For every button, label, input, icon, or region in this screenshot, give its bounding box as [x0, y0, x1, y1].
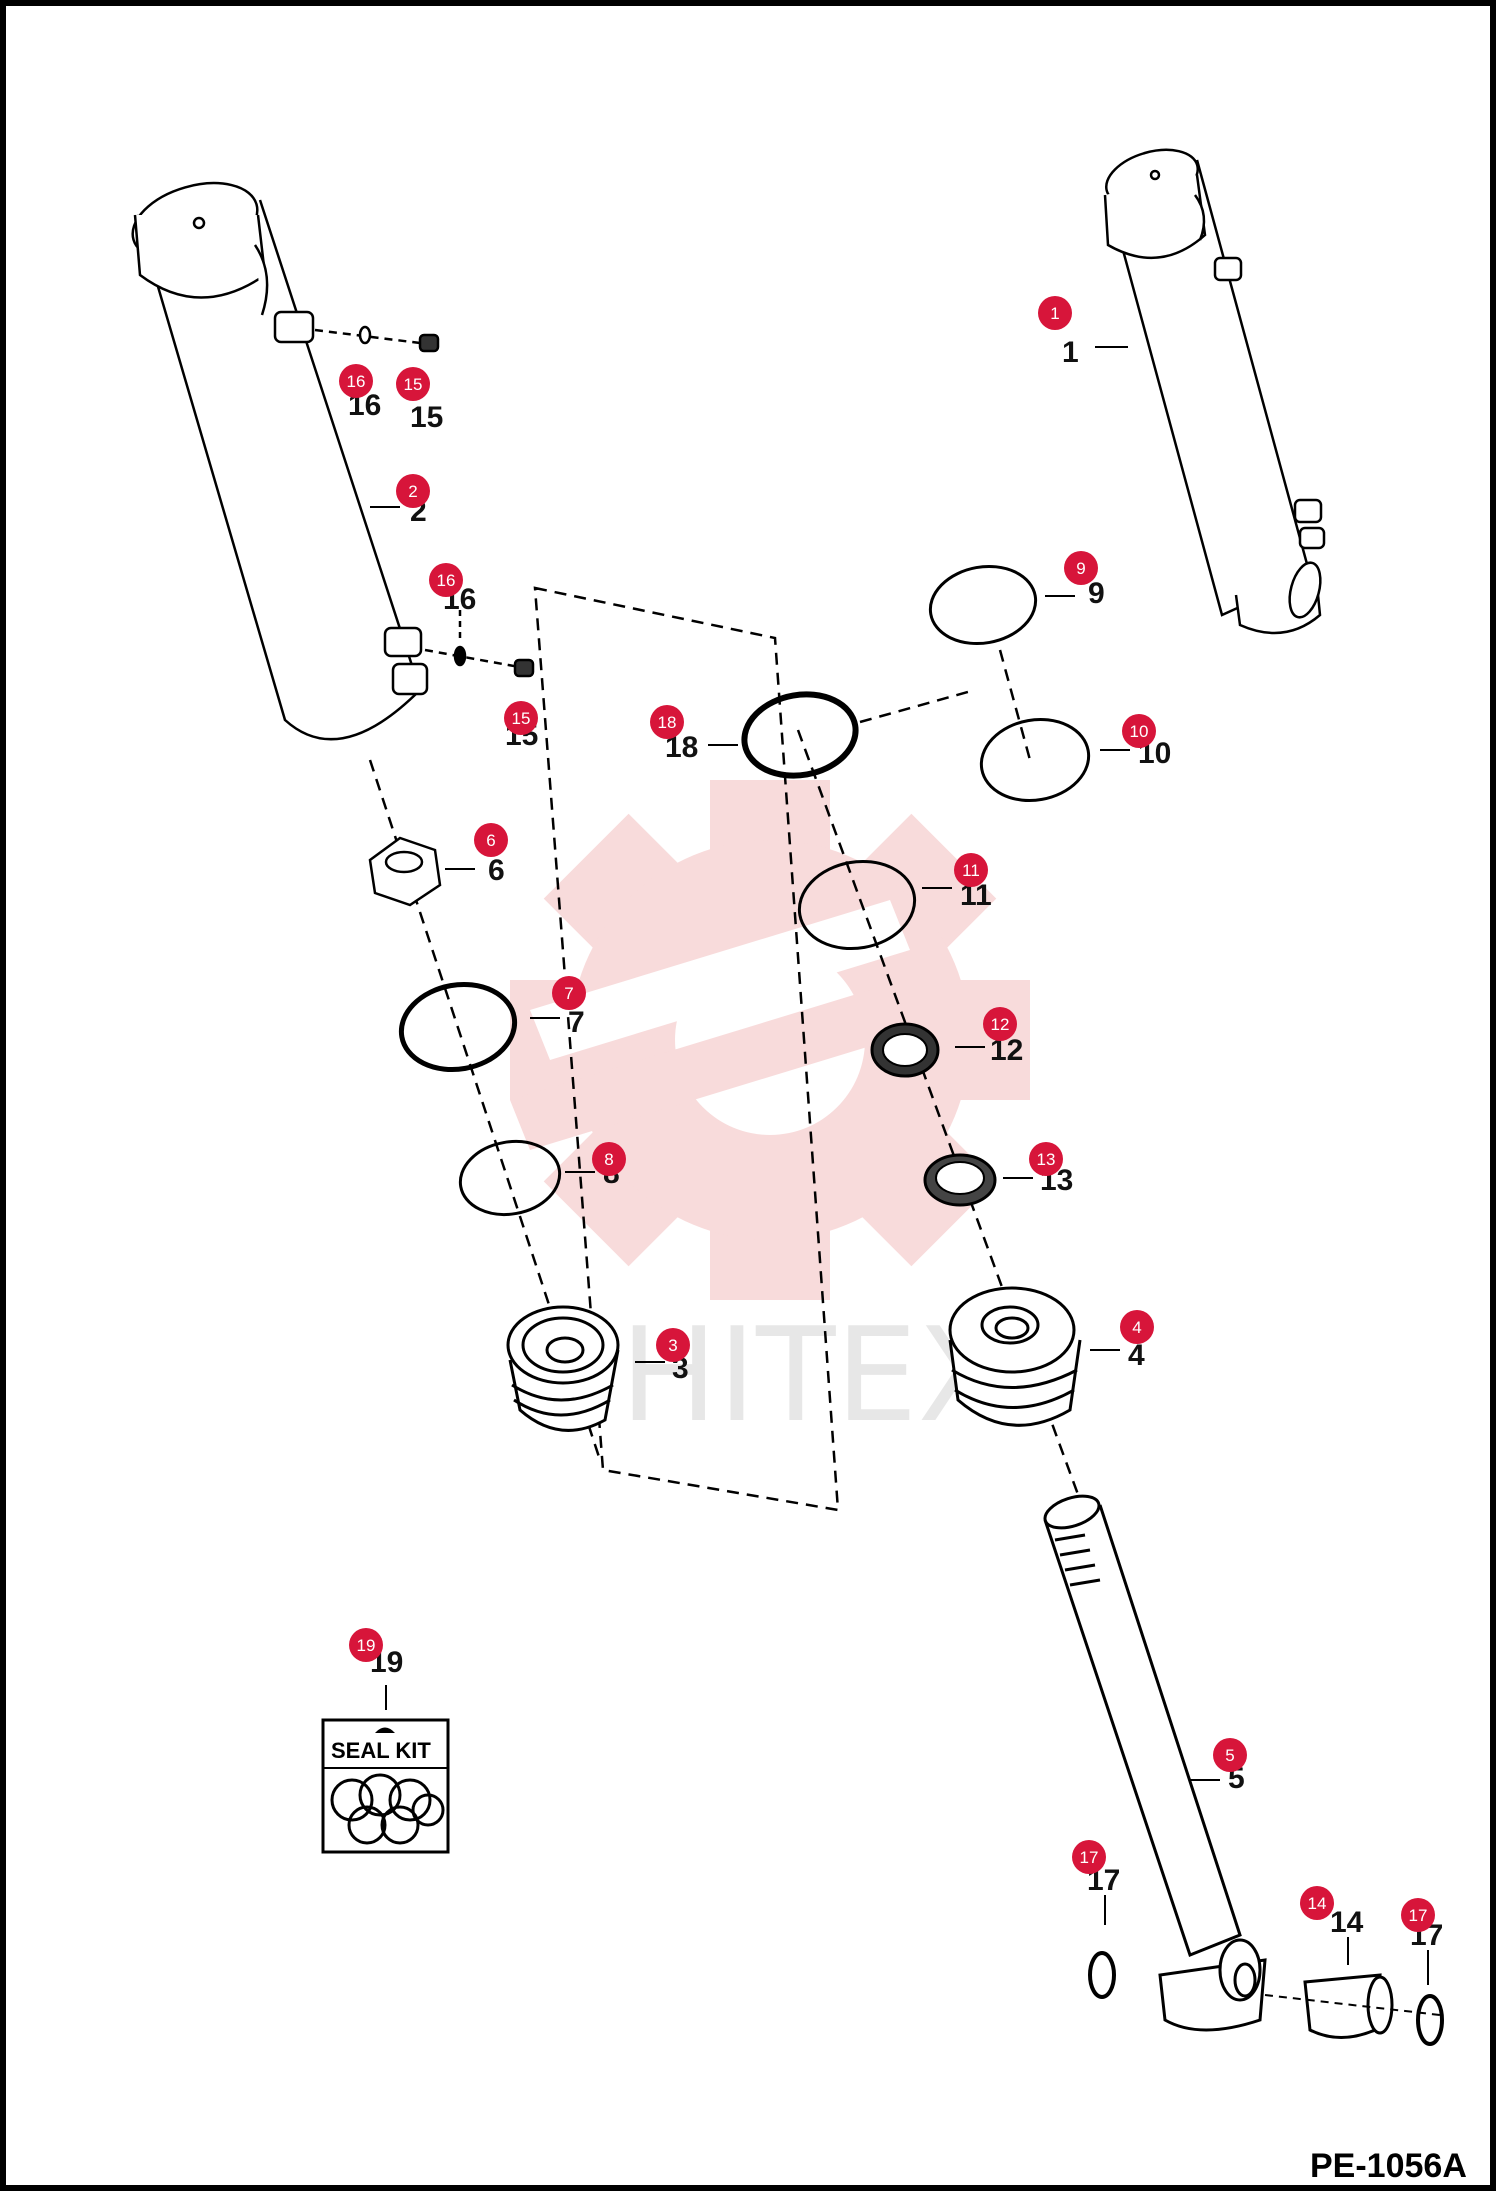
svg-text:17: 17 [1080, 1848, 1099, 1867]
assembly-dashed-box [533, 586, 840, 1512]
badge-18[interactable]: 18 [650, 705, 684, 739]
assembled-cylinder-drawing [1103, 148, 1326, 635]
badge-15-bottom[interactable]: 15 [504, 701, 538, 735]
svg-text:6: 6 [486, 831, 495, 850]
svg-text:16: 16 [437, 571, 456, 590]
seal-kit-label: SEAL KIT [331, 1738, 431, 1763]
badge-19[interactable]: 19 [349, 1628, 383, 1662]
part-label-6: 6 [488, 854, 505, 887]
seal-18-drawing [741, 691, 859, 779]
badge-9[interactable]: 9 [1064, 551, 1098, 585]
watermark-text: HITEX [620, 1299, 1007, 1451]
svg-text:5: 5 [1225, 1746, 1234, 1765]
svg-text:7: 7 [564, 984, 573, 1003]
seal-11-drawing [797, 859, 917, 951]
part-label-14: 14 [1330, 1906, 1364, 1939]
svg-text:13: 13 [1037, 1150, 1056, 1169]
svg-text:3: 3 [668, 1336, 677, 1355]
svg-text:9: 9 [1076, 559, 1085, 578]
seal-10-drawing [979, 718, 1091, 802]
svg-text:1: 1 [1050, 304, 1059, 323]
badge-4[interactable]: 4 [1120, 1310, 1154, 1344]
badge-6[interactable]: 6 [474, 823, 508, 857]
part-label-7: 7 [568, 1006, 585, 1039]
badge-7[interactable]: 7 [552, 976, 586, 1010]
svg-text:10: 10 [1130, 722, 1149, 741]
leader-lines [370, 346, 1429, 1985]
watermark-gear-logo [510, 780, 1030, 1300]
svg-text:15: 15 [512, 709, 531, 728]
svg-text:2: 2 [408, 482, 417, 501]
seal-7-drawing [398, 981, 518, 1073]
barrel-drawing [131, 181, 429, 741]
svg-text:8: 8 [604, 1150, 613, 1169]
ring-17-left-drawing [1088, 1951, 1116, 1999]
svg-text:18: 18 [658, 713, 677, 732]
badge-13[interactable]: 13 [1029, 1142, 1063, 1176]
pin-axis-line [1264, 1994, 1441, 2016]
part-label-4: 4 [1128, 1339, 1145, 1372]
badge-2[interactable]: 2 [396, 474, 430, 508]
svg-text:17: 17 [1409, 1906, 1428, 1925]
badge-16-bottom[interactable]: 16 [429, 563, 463, 597]
svg-text:12: 12 [991, 1015, 1010, 1034]
seal-9-drawing [928, 564, 1038, 646]
svg-text:19: 19 [357, 1636, 376, 1655]
seal-12-drawing [870, 1022, 940, 1078]
badge-1[interactable]: 1 [1038, 296, 1072, 330]
badge-14[interactable]: 14 [1300, 1886, 1334, 1920]
piston-3-drawing [506, 1305, 620, 1432]
callout-badges: 1 2 3 4 5 6 7 8 9 10 11 12 13 14 15 15 1… [339, 296, 1435, 1932]
badge-10[interactable]: 10 [1122, 714, 1156, 748]
svg-text:14: 14 [1308, 1894, 1327, 1913]
svg-text:16: 16 [347, 372, 366, 391]
badge-5[interactable]: 5 [1213, 1738, 1247, 1772]
part-label-15-top: 15 [410, 401, 443, 434]
svg-text:11: 11 [962, 861, 980, 880]
badge-3[interactable]: 3 [656, 1328, 690, 1362]
svg-text:15: 15 [404, 375, 423, 394]
drawing-code: PE-1056A [1310, 2147, 1467, 2185]
badge-12[interactable]: 12 [983, 1007, 1017, 1041]
badge-16-top[interactable]: 16 [339, 364, 373, 398]
badge-11[interactable]: 11 [954, 853, 988, 887]
seal-8-drawing [458, 1139, 562, 1217]
part-label-1: 1 [1062, 336, 1079, 369]
part-label-9: 9 [1088, 577, 1105, 610]
badge-15-top[interactable]: 15 [396, 367, 430, 401]
nut-drawing [368, 836, 442, 907]
svg-text:4: 4 [1132, 1318, 1141, 1337]
badge-17-right[interactable]: 17 [1401, 1898, 1435, 1932]
fittings-bottom-drawing [424, 610, 535, 678]
head-4-drawing [948, 1286, 1082, 1427]
seal-13-drawing [923, 1153, 997, 1207]
badge-17-left[interactable]: 17 [1072, 1840, 1106, 1874]
ring-17-right-drawing [1416, 1994, 1444, 2046]
badge-8[interactable]: 8 [592, 1142, 626, 1176]
bushing-drawing [1303, 1973, 1394, 2039]
fittings-top-drawing [314, 325, 440, 353]
seal-kit-drawing: SEAL KIT [321, 1718, 450, 1854]
rod-drawing [1043, 1494, 1267, 2032]
